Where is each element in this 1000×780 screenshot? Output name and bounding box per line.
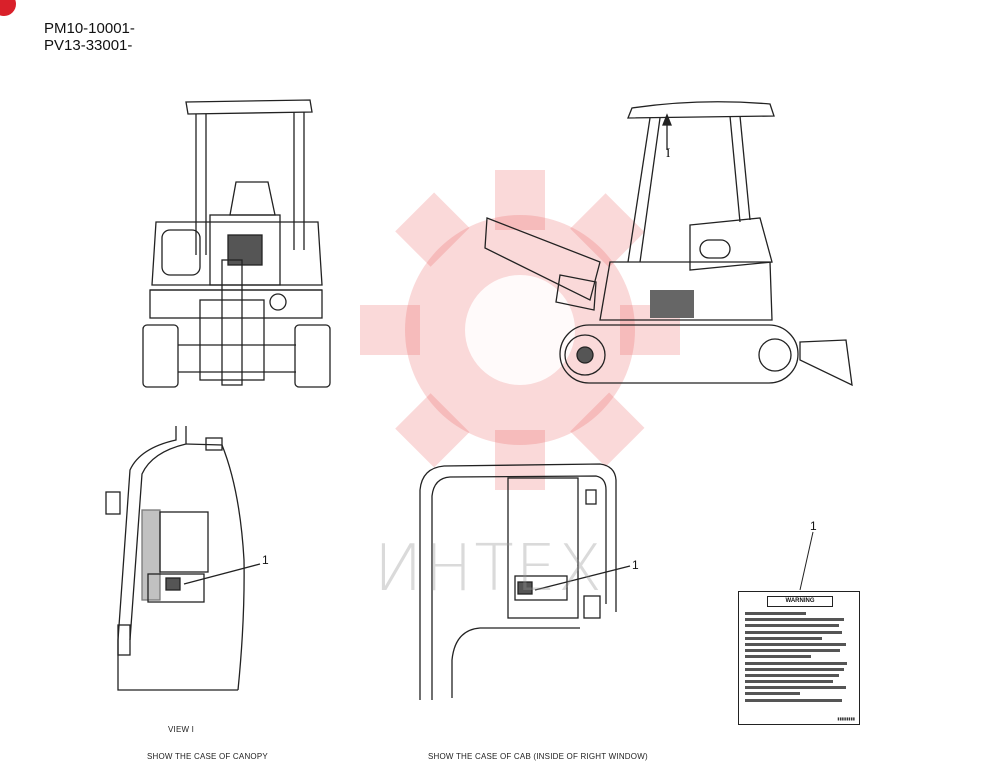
excavator-front-view <box>142 99 331 388</box>
decal-callout-number: 1 <box>810 519 817 533</box>
caption-cab: SHOW THE CASE OF CAB (INSIDE OF RIGHT WI… <box>428 752 648 761</box>
excavator-side-view <box>484 101 853 387</box>
serial-range-1: PM10-10001- <box>44 20 135 37</box>
watermark-text: ИНТЕХ <box>374 532 604 606</box>
serial-range-2: PV13-33001- <box>44 37 133 54</box>
caption-canopy: SHOW THE CASE OF CANOPY <box>147 752 268 761</box>
warning-decal-text-block <box>745 612 855 705</box>
canopy-view <box>105 426 261 691</box>
view-arrow-label: I <box>666 145 671 160</box>
warning-decal-header: WARNING <box>767 596 833 607</box>
cab-view <box>419 463 631 700</box>
corner-mark <box>0 0 16 16</box>
cab-callout-number: 1 <box>632 558 639 572</box>
warning-decal: WARNING ▮▮▮▮▮▮▮▮ <box>738 591 860 725</box>
view-label: VIEW I <box>168 725 195 734</box>
warning-decal-part-code: ▮▮▮▮▮▮▮▮ <box>837 716 855 721</box>
canopy-callout-number: 1 <box>262 553 269 567</box>
